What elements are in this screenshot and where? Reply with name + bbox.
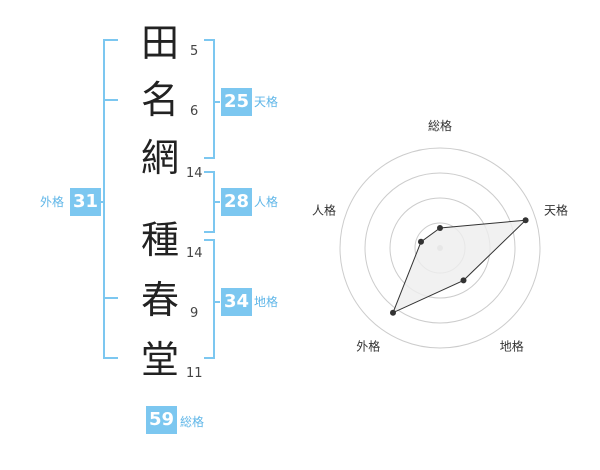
stroke-count-3: 14 <box>186 166 203 181</box>
radar-axis-label-5: 人格 <box>312 202 336 217</box>
jinkaku-label: 人格 <box>254 195 279 209</box>
stroke-count-2: 6 <box>190 104 199 119</box>
gaikaku-value: 31 <box>70 188 102 216</box>
radar-point-5 <box>418 238 424 245</box>
name-char-2: 名 <box>140 78 179 122</box>
radar-ring-3 <box>364 172 516 324</box>
radar-point-2 <box>522 217 529 224</box>
chikaku-bracket <box>204 239 215 359</box>
name-char-6: 堂 <box>140 338 179 382</box>
tenkaku-bracket <box>204 39 215 159</box>
tenkaku-label: 天格 <box>254 95 279 109</box>
soukaku-label: 総格 <box>180 415 205 429</box>
name-char-4: 種 <box>140 218 179 262</box>
radar-point-3 <box>460 277 467 284</box>
name-char-1: 田 <box>140 21 179 65</box>
gaikaku-bracket <box>103 39 118 359</box>
radar-axis-label-3: 地格 <box>500 339 524 354</box>
stroke-count-1: 5 <box>190 44 199 59</box>
stroke-count-5: 9 <box>190 306 199 321</box>
radar-point-4 <box>390 309 396 316</box>
name-char-5: 春 <box>140 278 179 322</box>
stroke-count-4: 14 <box>186 246 203 261</box>
radar-ring-4 <box>339 147 541 349</box>
jinkaku-value: 28 <box>221 188 253 216</box>
chikaku-label: 地格 <box>254 295 279 309</box>
radar-axis-label-2: 天格 <box>544 202 568 217</box>
radar-axis-label-1: 総格 <box>428 118 452 133</box>
radar-shape <box>392 219 527 314</box>
name-char-3: 網 <box>140 136 179 180</box>
chikaku-value: 34 <box>221 288 253 316</box>
stroke-count-6: 11 <box>186 366 203 381</box>
tenkaku-value: 25 <box>221 88 253 116</box>
gaikaku-label: 外格 <box>40 195 65 209</box>
radar-axis-label-4: 外格 <box>356 339 380 354</box>
radar-point-1 <box>437 225 443 231</box>
soukaku-value: 59 <box>146 406 178 434</box>
